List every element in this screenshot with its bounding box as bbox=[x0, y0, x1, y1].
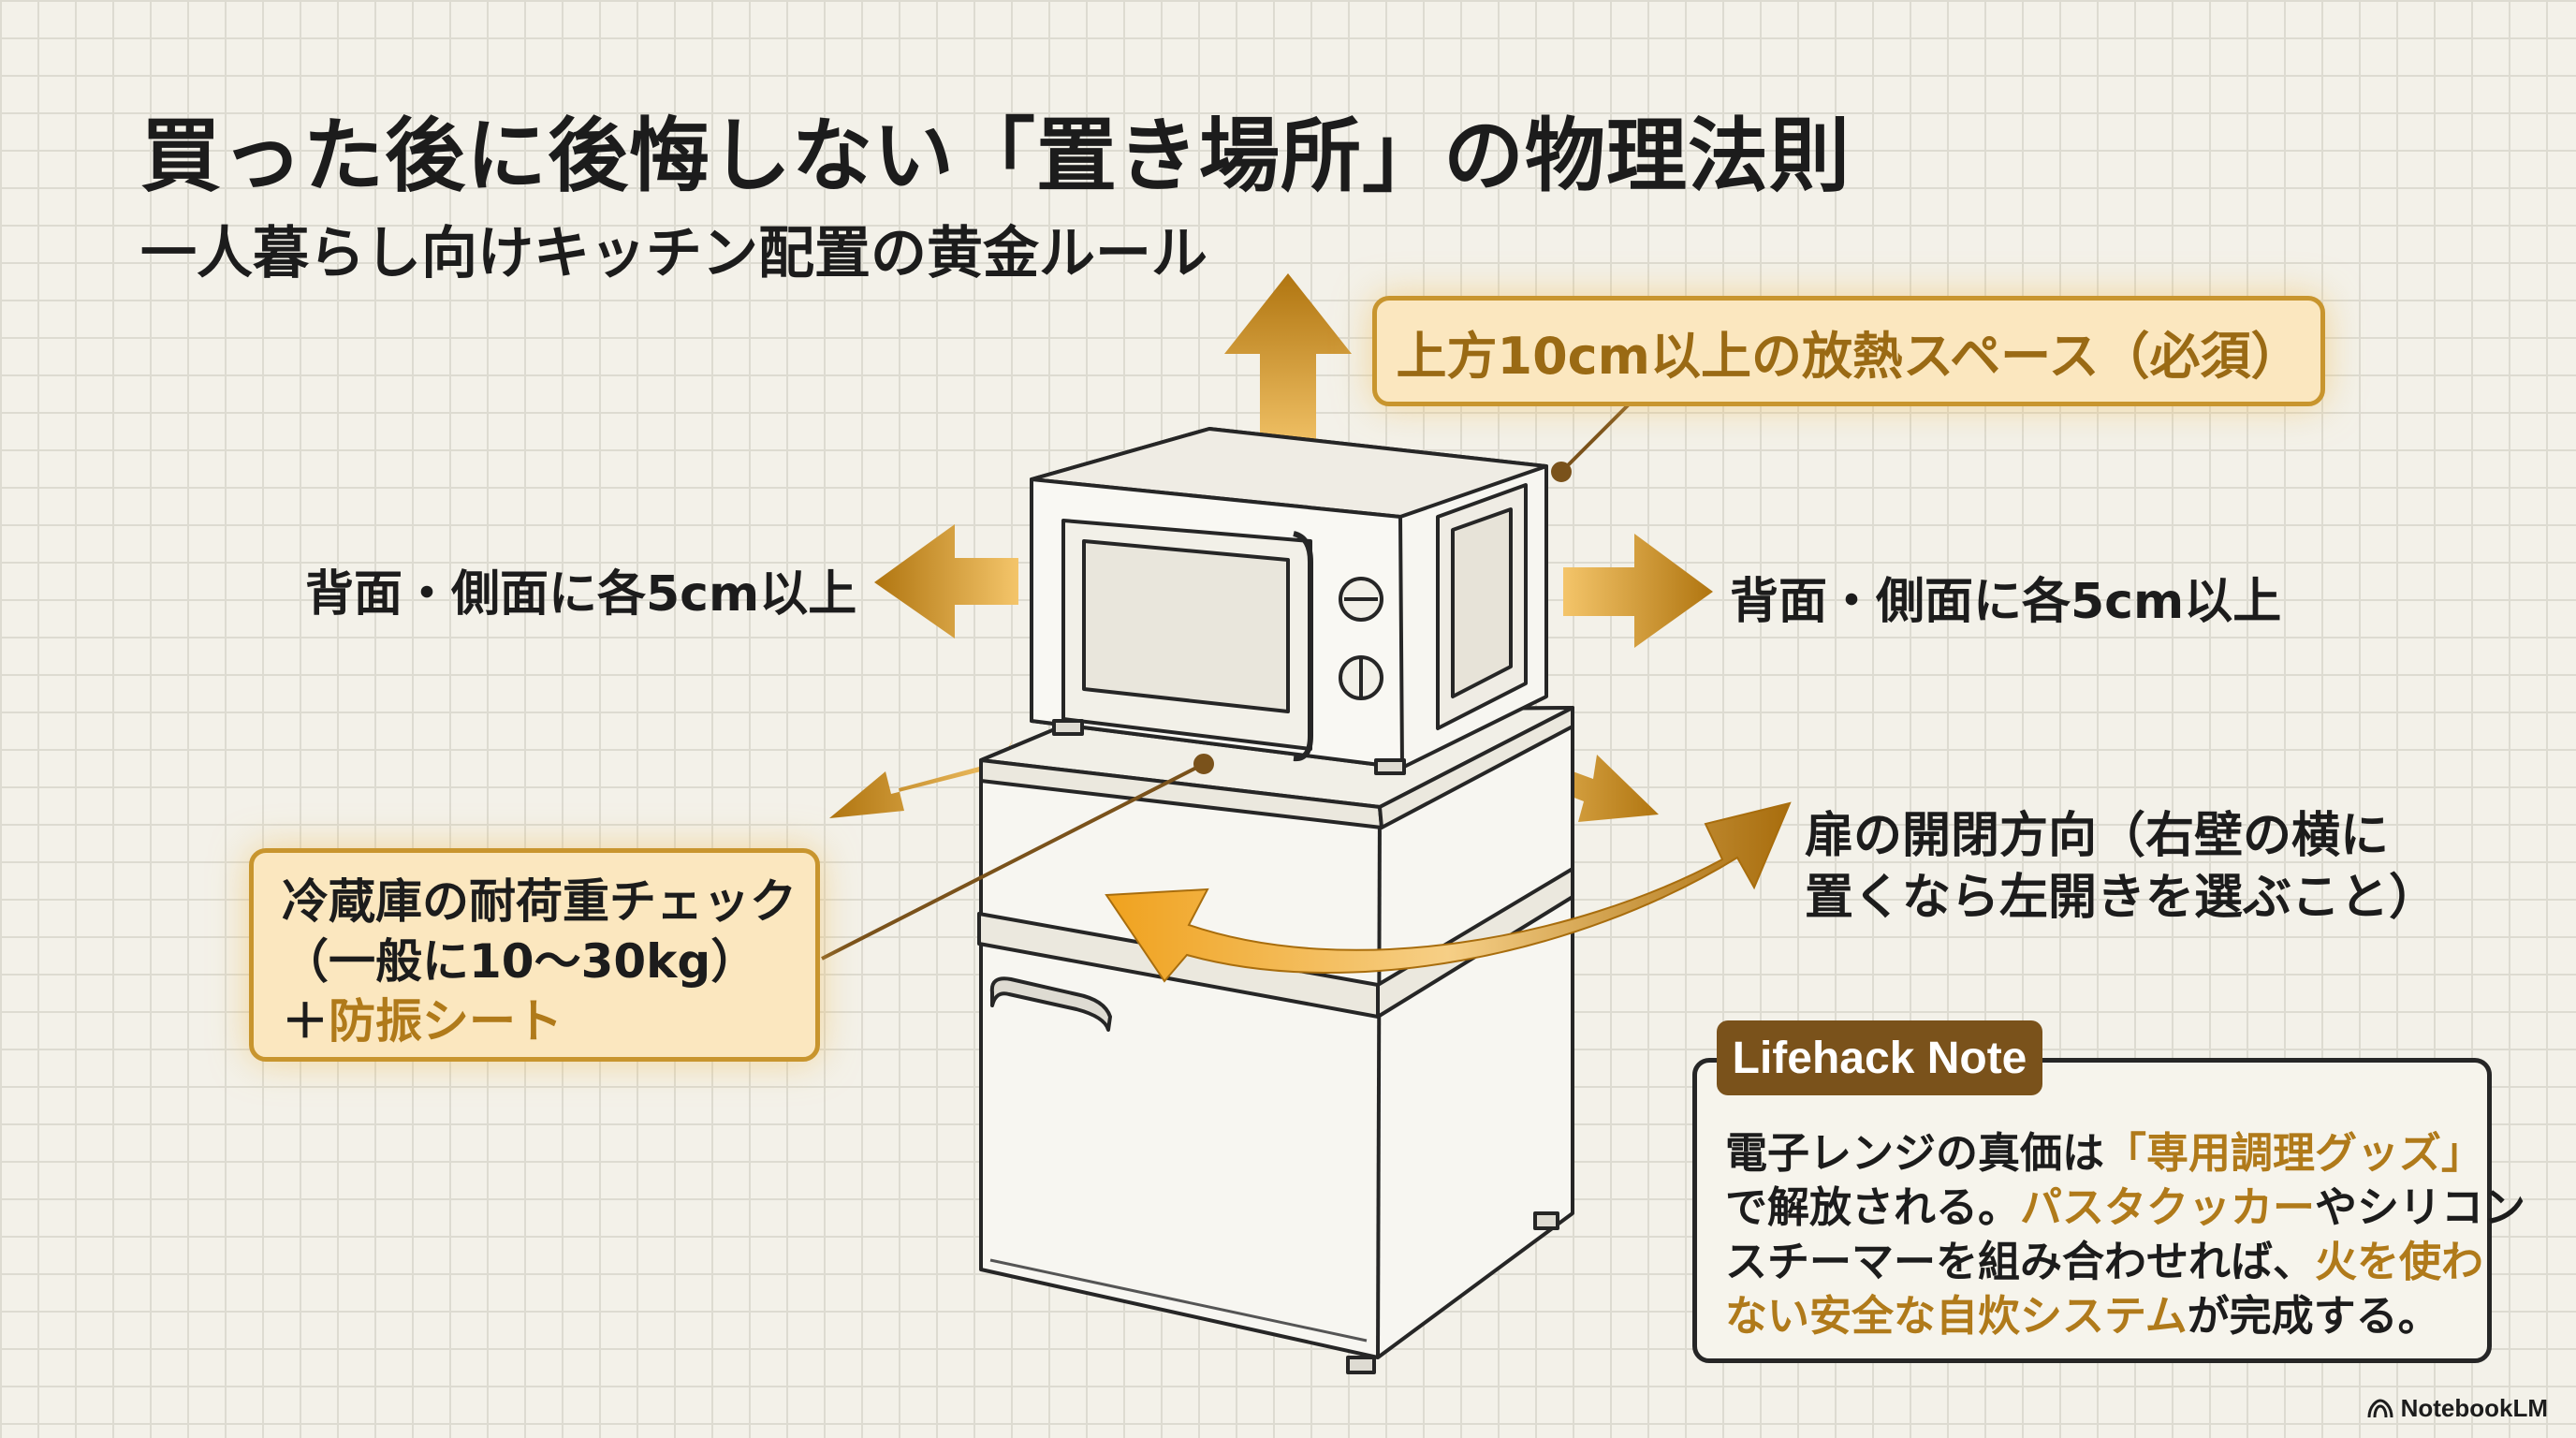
page-title: 買った後に後悔しない「置き場所」の物理法則 bbox=[140, 110, 1851, 203]
lifehack-note-panel: 電子レンジの真価は「専用調理グッズ」 で解放される。パスタクッカーやシリコン ス… bbox=[1692, 1058, 2525, 1363]
door-direction-line-1: 扉の開閉方向（右壁の横に bbox=[1805, 808, 2390, 864]
note-text: スチーマーを組み合わせれば、 bbox=[1725, 1237, 2316, 1286]
brand-name: NotebookLM bbox=[2400, 1394, 2548, 1422]
note-highlight: 「専用調理グッズ」 bbox=[2104, 1128, 2484, 1178]
note-text: で解放される。 bbox=[1725, 1182, 2021, 1232]
side-clearance-label-right: 背面・側面に各5cm以上 bbox=[1730, 574, 2282, 630]
heat-space-label: 上方10cm以上の放熱スペース（必須） bbox=[1396, 326, 2302, 386]
fridge-arrow-left bbox=[829, 740, 1013, 818]
plus-sign: ＋ bbox=[282, 994, 329, 1049]
load-check-callout: 冷蔵庫の耐荷重チェック （一般に10〜30kg） ＋防振シート bbox=[249, 848, 820, 1062]
note-text: やシリコン bbox=[2315, 1182, 2526, 1232]
clearance-arrow-right bbox=[1563, 534, 1713, 648]
microwave bbox=[1030, 427, 1548, 775]
notebooklm-logo-icon bbox=[2367, 1398, 2393, 1417]
note-line-3: スチーマーを組み合わせれば、火を使わ bbox=[1725, 1235, 2483, 1289]
side-clearance-label-left: 背面・側面に各5cm以上 bbox=[305, 566, 857, 623]
door-direction-line-2: 置くなら左開きを選ぶこと） bbox=[1805, 870, 2438, 926]
note-highlight: 火を使わ bbox=[2315, 1237, 2484, 1286]
note-text: が完成する。 bbox=[2187, 1291, 2440, 1341]
load-check-line-3: ＋防振シート bbox=[282, 991, 787, 1051]
clearance-arrow-left bbox=[874, 524, 1018, 638]
brand-watermark: NotebookLM bbox=[2367, 1394, 2548, 1423]
page-subtitle: 一人暮らし向けキッチン配置の黄金ルール bbox=[140, 221, 1208, 286]
heat-arrow-up bbox=[1224, 273, 1352, 455]
note-line-2: で解放される。パスタクッカーやシリコン bbox=[1725, 1181, 2525, 1235]
heat-space-callout: 上方10cm以上の放熱スペース（必須） bbox=[1372, 296, 2325, 406]
door-direction-label: 扉の開閉方向（右壁の横に 置くなら左開きを選ぶこと） bbox=[1805, 805, 2437, 929]
callout-leaders bbox=[821, 401, 1632, 961]
door-swing-arrow bbox=[1105, 801, 1792, 983]
note-highlight: ない安全な自炊システム bbox=[1725, 1291, 2188, 1341]
lifehack-note-tag: Lifehack Note bbox=[1717, 1020, 2042, 1095]
lifehack-note-body: 電子レンジの真価は「専用調理グッズ」 で解放される。パスタクッカーやシリコン ス… bbox=[1725, 1126, 2525, 1343]
refrigerator bbox=[977, 706, 1574, 1374]
load-check-line-2: （一般に10〜30kg） bbox=[282, 934, 758, 989]
note-line-1: 電子レンジの真価は「専用調理グッズ」 bbox=[1725, 1126, 2483, 1181]
load-check-line-1: 冷蔵庫の耐荷重チェック bbox=[282, 874, 797, 929]
note-highlight: パスタクッカー bbox=[2020, 1182, 2316, 1232]
note-line-4: ない安全な自炊システムが完成する。 bbox=[1725, 1289, 2459, 1343]
anti-vibration-sheet-text: 防振シート bbox=[329, 994, 563, 1049]
note-text: 電子レンジの真価は bbox=[1725, 1128, 2105, 1178]
